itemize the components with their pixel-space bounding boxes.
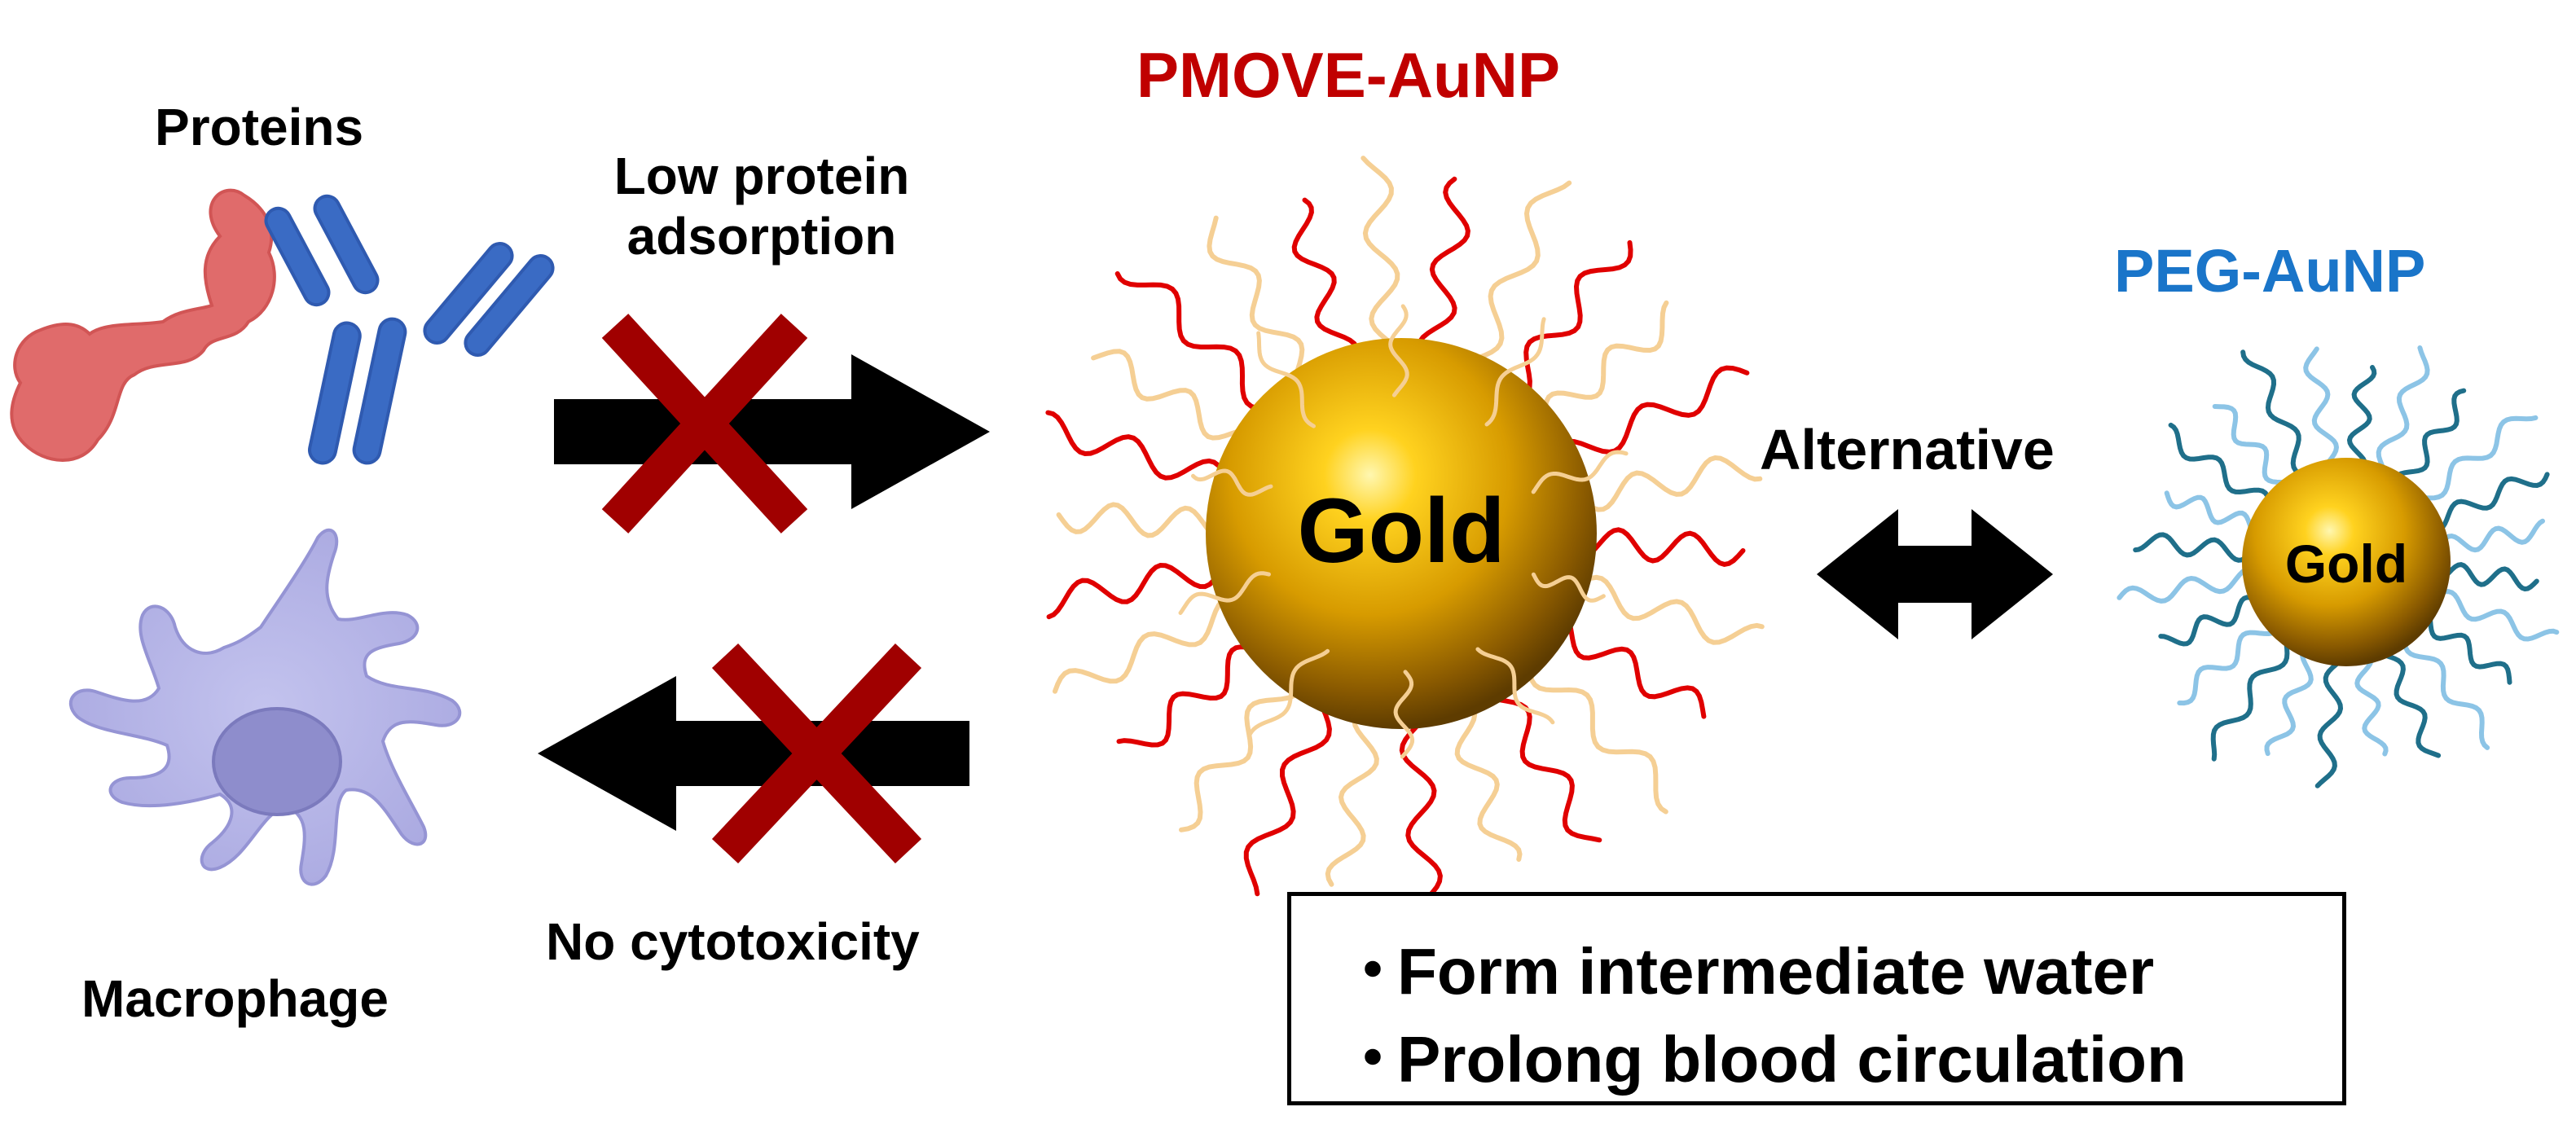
polymer-chain: [1243, 675, 1332, 897]
title-peg-aunp: PEG-AuNP: [2114, 237, 2426, 305]
polymer-chain: [1178, 571, 1271, 615]
polymer-chains-pmove-front: [1178, 304, 1629, 759]
polymer-chain: [2416, 472, 2550, 534]
polymer-chain: [2177, 608, 2284, 706]
property-text: Prolong blood circulation: [1397, 1023, 2187, 1096]
property-item: ・Form intermediate water: [1340, 919, 2154, 1013]
no-cytotoxicity-label: No cytotoxicity: [546, 912, 920, 971]
polymer-chain: [1053, 595, 1257, 694]
antibody-icon: [264, 194, 555, 465]
polymer-chain: [1494, 239, 1633, 405]
polymer-chain: [1325, 693, 1385, 887]
polymer-chain: [1361, 156, 1406, 373]
macrophage-icon: [68, 528, 462, 886]
arrow-left-icon: [538, 676, 969, 831]
properties-box: ・Form intermediate water ・Prolong blood …: [1287, 892, 2346, 1105]
polymer-chain: [1416, 176, 1470, 377]
polymer-chain: [2376, 345, 2430, 491]
polymer-chain: [1388, 304, 1409, 398]
low-protein-label: Low protein adsorption: [570, 147, 953, 266]
arrow-right-icon: [554, 354, 990, 509]
bullet: ・: [1340, 1023, 1405, 1096]
polymer-chain: [1477, 673, 1602, 843]
polymer-chain: [1399, 692, 1443, 912]
gold-nanoparticle-icon: [1206, 338, 1597, 729]
polymer-chain: [2240, 349, 2323, 487]
polymer-chain: [1524, 635, 1668, 815]
polymer-chain: [1550, 574, 1765, 645]
polymer-chain: [1114, 271, 1297, 413]
polymer-chain: [1256, 331, 1316, 428]
polymer-chain: [2402, 617, 2490, 750]
proteins-label: Proteins: [155, 98, 364, 156]
polymer-chain: [1531, 450, 1629, 494]
cross-mark-icon: [601, 314, 808, 534]
polymer-chain: [1393, 670, 1415, 759]
cross-mark-icon: [711, 643, 922, 864]
polymer-chain: [1191, 468, 1273, 497]
low-protein-line-1: Low protein: [613, 147, 910, 205]
double-arrow-icon: [1817, 509, 2053, 639]
low-protein-line-2: adsorption: [626, 206, 897, 266]
polymer-chain: [1531, 572, 1606, 603]
polymer-chain: [1452, 180, 1572, 382]
bullet: ・: [1340, 935, 1405, 1008]
polymer-chain: [1046, 547, 1242, 620]
nucleus-icon: [212, 707, 342, 816]
gold-label-large: Gold: [1297, 480, 1505, 582]
polymer-chain: [2168, 422, 2278, 525]
macrophage-label: Macrophage: [81, 969, 389, 1028]
property-item: ・Prolong blood circulation: [1340, 1007, 2187, 1101]
polymer-chains-pmove: [1045, 156, 1765, 912]
polymer-chain: [1555, 455, 1763, 512]
polymer-chain: [2117, 566, 2269, 604]
polymer-chain: [2416, 589, 2560, 642]
protein-blob-icon: [10, 188, 276, 462]
gold-nanoparticle-small-icon: [2242, 458, 2451, 666]
polymer-chain: [1207, 215, 1311, 402]
polymer-chain: [2210, 621, 2295, 762]
title-pmove-aunp: PMOVE-AuNP: [1136, 39, 1561, 111]
polymer-chain: [1045, 410, 1244, 503]
property-text: Form intermediate water: [1397, 935, 2155, 1008]
polymer-chain: [1246, 648, 1330, 739]
polymer-chain: [1475, 647, 1555, 725]
polymer-chain: [2314, 641, 2350, 788]
alternative-label: Alternative: [1760, 418, 2055, 481]
polymer-chain: [2402, 415, 2539, 507]
gold-label-small: Gold: [2285, 534, 2407, 594]
polymer-chain: [1484, 317, 1546, 427]
polymer-chain: [1546, 365, 1750, 468]
